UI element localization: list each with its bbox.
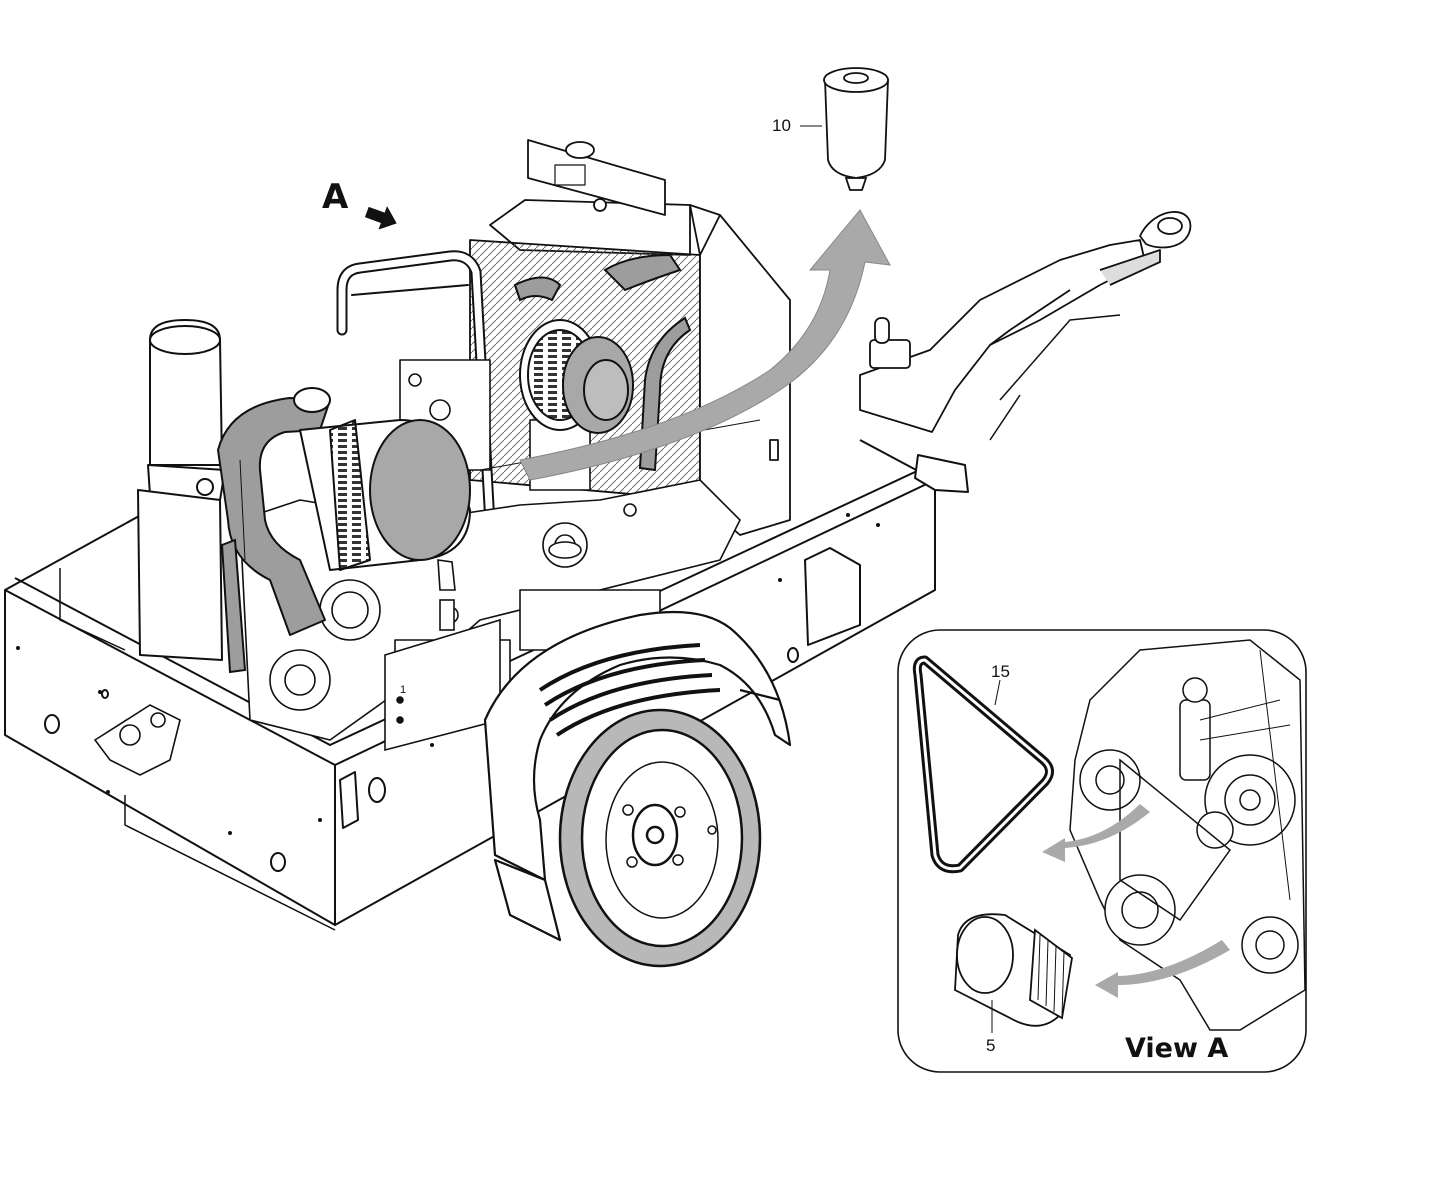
- oil-filter-part: [954, 913, 1073, 1027]
- wheel: [558, 708, 762, 968]
- radiator: [469, 139, 791, 536]
- air-hose: [217, 397, 331, 636]
- air-filter-right: [519, 319, 634, 434]
- callout-fuel-filter: 10: [772, 116, 791, 135]
- air-filter-left: [293, 387, 471, 571]
- lifting-frame: [336, 250, 498, 566]
- tow-bar: [859, 211, 1192, 441]
- fuel-filter-part: [800, 67, 889, 191]
- silencer: [137, 319, 226, 661]
- removal-arrow: [519, 209, 891, 481]
- panel-number-label: 1: [400, 684, 407, 696]
- inset-view-a: [897, 629, 1307, 1073]
- view-direction-arrow: [364, 206, 397, 230]
- callout-belt: 15: [991, 662, 1010, 681]
- fender: [483, 610, 792, 942]
- filter-removal-arrow: [1095, 940, 1230, 998]
- control-panel: [93, 618, 501, 776]
- engine-detail: [1069, 639, 1306, 1031]
- inset-title: View A: [1125, 1033, 1229, 1064]
- oil-filler: [437, 541, 582, 631]
- view-marker-label: A: [322, 177, 349, 217]
- callout-oil-filter: 5: [986, 1036, 996, 1055]
- belt-removal-arrow: [1042, 804, 1150, 862]
